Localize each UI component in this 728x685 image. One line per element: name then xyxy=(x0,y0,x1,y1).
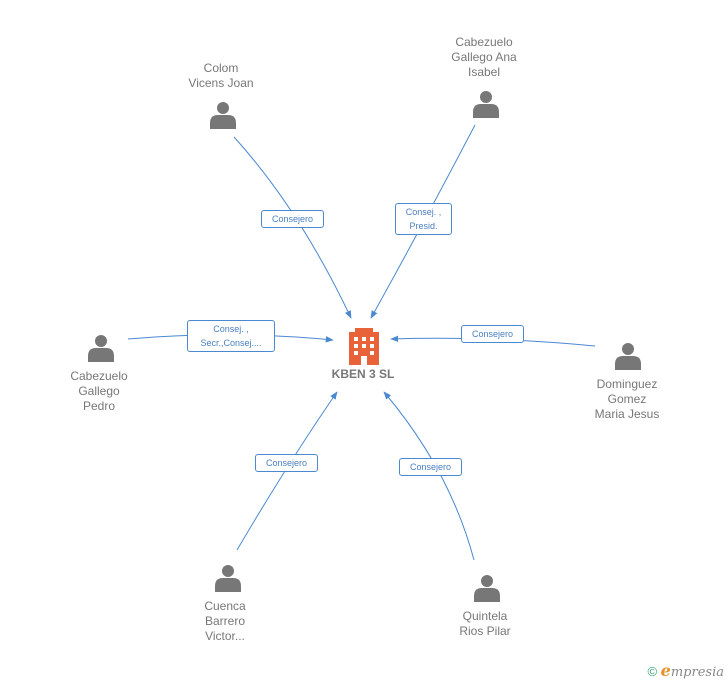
role-label: Consejero xyxy=(461,325,524,343)
brand-logo: empresia xyxy=(660,661,724,680)
role-label: Consej. , Secr.,Consej.... xyxy=(187,320,275,352)
person-icon[interactable] xyxy=(215,565,241,592)
role-label: Consejero xyxy=(255,454,318,472)
person-name[interactable]: Cabezuelo Gallego Pedro xyxy=(70,369,128,413)
person-name[interactable]: Quintela Rios Pilar xyxy=(459,609,511,638)
person-name[interactable]: Dominguez Gomez Maria Jesus xyxy=(594,377,660,421)
person-icon[interactable] xyxy=(615,343,641,370)
company-name[interactable]: KBEN 3 SL xyxy=(331,367,395,381)
person-icon[interactable] xyxy=(474,575,500,602)
building-icon[interactable] xyxy=(349,328,379,365)
person-name[interactable]: Colom Vicens Joan xyxy=(188,61,254,90)
copyright-symbol: © xyxy=(647,664,658,679)
person-name[interactable]: Cuenca Barrero Victor... xyxy=(204,599,246,643)
footer-brand: © empresia xyxy=(647,661,724,680)
person-icon[interactable] xyxy=(210,102,236,129)
role-label: Consejero xyxy=(261,210,324,228)
role-label: Consejero xyxy=(399,458,462,476)
role-label: Consej. , Presid. xyxy=(395,203,452,235)
edge-quintela xyxy=(383,391,475,561)
person-icon[interactable] xyxy=(88,335,114,362)
person-icon[interactable] xyxy=(473,91,499,118)
person-name[interactable]: Cabezuelo Gallego Ana Isabel xyxy=(451,35,517,79)
